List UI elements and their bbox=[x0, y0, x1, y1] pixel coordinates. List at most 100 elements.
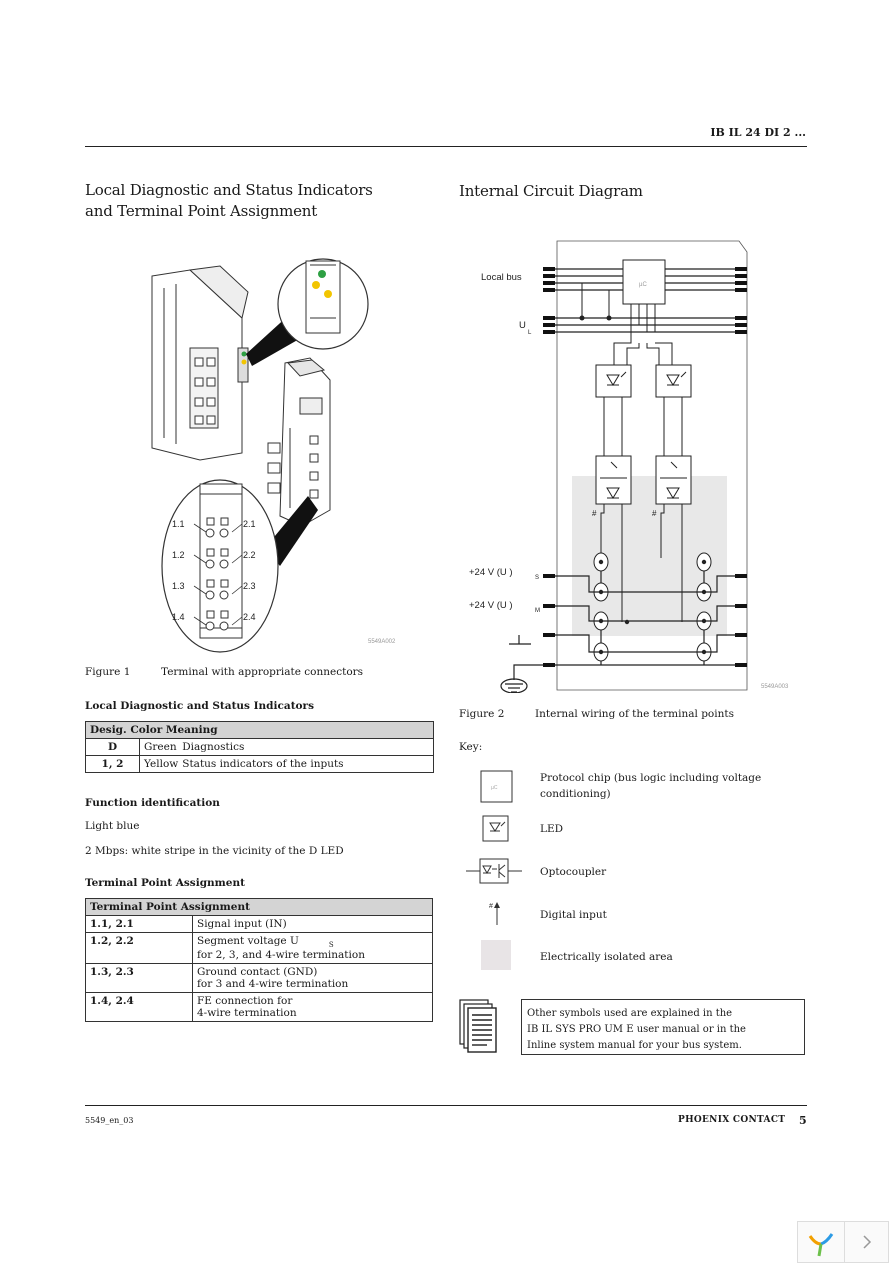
function-id-line1: Light blue bbox=[85, 820, 140, 832]
chevron-right-icon[interactable] bbox=[860, 1234, 874, 1250]
ul-subscript: L bbox=[528, 330, 532, 336]
footer-rule bbox=[85, 1105, 807, 1106]
digital-input-icon: # bbox=[489, 902, 500, 925]
terminal-label: 2.3 bbox=[243, 581, 256, 591]
meaning-cell: Diagnostics bbox=[178, 738, 435, 756]
assignment-cell: Ground contact (GND) for 3 and 4-wire te… bbox=[192, 963, 433, 994]
key-chip-text: Protocol chip (bus logic including volta… bbox=[540, 772, 762, 800]
table-row: 1.1, 2.1 Signal input (IN) bbox=[85, 915, 433, 933]
connector-zoom-callout: 1.1 2.1 1.2 2.2 1.3 2.3 1.4 2.4 bbox=[161, 479, 318, 653]
terminal-label: 1.3 bbox=[172, 581, 185, 591]
rail-contacts bbox=[543, 574, 747, 667]
gnd-symbol bbox=[509, 635, 531, 645]
table-row: 1.4, 2.4 FE connection for 4-wire termin… bbox=[85, 992, 433, 1023]
fe-symbol bbox=[500, 664, 543, 693]
terminal-housing bbox=[151, 265, 249, 461]
note-line: IB IL SYS PRO UM E user manual or in the bbox=[527, 1024, 746, 1035]
ul-label: U bbox=[519, 320, 526, 331]
terminal-label: 1.1 bbox=[172, 519, 185, 529]
assignment-line1: Signal input (IN) bbox=[197, 918, 287, 930]
desig-cell: D bbox=[85, 738, 140, 756]
terminal-label: 2.1 bbox=[243, 519, 256, 529]
terminal-label: 2.4 bbox=[243, 612, 256, 622]
assignment-line1: Ground contact (GND) bbox=[197, 966, 318, 979]
table-row: D Green Diagnostics bbox=[85, 738, 435, 756]
key-item-isolated-area: Electrically isolated area bbox=[460, 940, 800, 976]
assignment-cell: Signal input (IN) bbox=[192, 915, 433, 933]
led-icon bbox=[482, 815, 509, 842]
assignment-line1: FE connection for bbox=[197, 995, 293, 1008]
right-section-title: Internal Circuit Diagram bbox=[459, 182, 643, 200]
key-isolated-text: Electrically isolated area bbox=[540, 951, 673, 963]
isolated-area-icon bbox=[481, 940, 511, 970]
key-led-text: LED bbox=[540, 823, 564, 835]
chip-label: µC bbox=[639, 282, 647, 288]
chip-wiring bbox=[581, 282, 673, 365]
key-digital-input-text: Digital input bbox=[540, 909, 607, 921]
figure1-text: Terminal with appropriate connectors bbox=[161, 666, 364, 678]
local-bus-label: Local bus bbox=[481, 272, 522, 283]
led-2-zoom bbox=[324, 290, 332, 298]
document-id: IB IL 24 DI 2 ... bbox=[710, 126, 806, 139]
protocol-chip bbox=[622, 259, 666, 305]
figure1-ref-code: 5549A002 bbox=[368, 639, 396, 645]
assignment-cell: FE connection for 4-wire termination bbox=[192, 992, 433, 1023]
note-line: Other symbols used are explained in the bbox=[527, 1008, 733, 1019]
terminal-illustration: 1.1 2.1 1.2 2.2 1.3 2.3 1.4 2.4 5549A002 bbox=[151, 258, 396, 653]
led-wiring bbox=[603, 397, 683, 456]
manual-icon bbox=[459, 999, 497, 1053]
figure2-number: Figure 2 bbox=[459, 708, 505, 720]
key-optocoupler-text: Optocoupler bbox=[540, 866, 607, 878]
table-row: 1, 2 Yellow Status indicators of the inp… bbox=[85, 755, 435, 773]
indicators-table: Desig. Color Meaning D Green Diagnostics… bbox=[85, 721, 435, 773]
terminal-table-header: Terminal Point Assignment bbox=[85, 898, 433, 916]
terminal-label: 1.4 bbox=[172, 612, 185, 622]
terminal-assignment-heading: Terminal Point Assignment bbox=[85, 877, 245, 889]
junction-dot bbox=[579, 315, 585, 321]
chip-icon: µC bbox=[480, 770, 513, 803]
led-zoom-callout bbox=[246, 258, 369, 366]
voltage-subscript: S bbox=[328, 941, 334, 950]
viewer-corner-widget[interactable] bbox=[797, 1221, 889, 1263]
header-rule bbox=[85, 146, 807, 147]
connector-plug bbox=[267, 357, 331, 527]
terminal-label: 1.2 bbox=[172, 550, 185, 560]
junction-dot bbox=[606, 315, 612, 321]
manual-note: Other symbols used are explained in the … bbox=[521, 999, 805, 1055]
svg-text:#: # bbox=[489, 903, 493, 910]
note-line: Inline system manual for your bus system… bbox=[527, 1040, 742, 1051]
led-d-small bbox=[241, 351, 247, 357]
terminal-table-header-row: Terminal Point Assignment bbox=[85, 898, 433, 916]
terminal-cell: 1.3, 2.3 bbox=[85, 963, 193, 994]
assignment-line1: Segment voltage U bbox=[197, 935, 299, 947]
key-item-digital-input: # Digital input bbox=[460, 899, 800, 935]
terminal-cell: 1.1, 2.1 bbox=[85, 915, 193, 933]
led-1-small bbox=[241, 359, 247, 365]
supply-rails bbox=[543, 571, 745, 666]
title-line-1: Local Diagnostic and Status Indicators bbox=[85, 181, 373, 199]
key-label: Key: bbox=[459, 741, 483, 753]
optocoupler-icon bbox=[466, 858, 522, 884]
viewer-logo-icon bbox=[808, 1233, 834, 1257]
color-cell: Green bbox=[139, 738, 179, 756]
key-item-optocoupler: Optocoupler bbox=[460, 856, 800, 892]
bus-contacts bbox=[543, 267, 747, 334]
function-id-line2: 2 Mbps: white stripe in the vicinity of … bbox=[85, 845, 344, 857]
left-section-title: Local Diagnostic and Status Indicators a… bbox=[85, 180, 373, 222]
footer-brand: PHOENIX CONTACT bbox=[678, 1115, 786, 1125]
key-item-chip: µC Protocol chip (bus logic including vo… bbox=[460, 770, 800, 806]
us-subscript: S bbox=[535, 575, 539, 581]
figure1-caption: Figure 1 Terminal with appropriate connec… bbox=[85, 666, 363, 678]
desig-cell: 1, 2 bbox=[85, 755, 140, 773]
indicators-header: Desig. Color Meaning bbox=[85, 721, 434, 739]
circuit-diagram: µC # # bbox=[469, 240, 789, 693]
terminal-cell: 1.4, 2.4 bbox=[85, 992, 193, 1023]
digital-input-mark: # bbox=[652, 509, 657, 518]
key-item-led: LED bbox=[460, 815, 800, 851]
figure1-number: Figure 1 bbox=[85, 666, 131, 678]
footer-doc-code: 5549_en_03 bbox=[85, 1116, 134, 1125]
um-label: +24 V (U ) bbox=[469, 600, 513, 611]
